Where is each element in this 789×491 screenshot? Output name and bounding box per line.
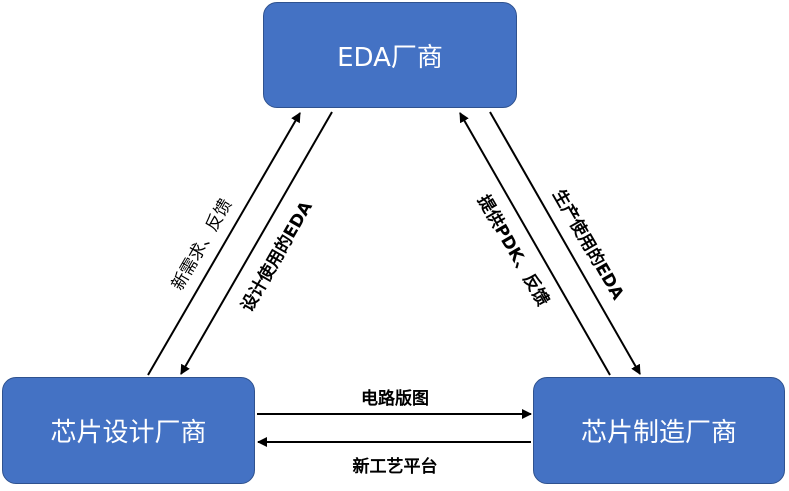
node-chip-fab-vendor: 芯片制造厂商 <box>533 377 785 484</box>
node-chip-design-vendor: 芯片设计厂商 <box>2 377 255 484</box>
arrow-eda-to-design <box>180 111 333 375</box>
node-label: EDA厂商 <box>337 42 443 73</box>
arrow-design-to-eda <box>147 112 301 376</box>
node-eda-vendor: EDA厂商 <box>263 2 517 108</box>
edge-label-new-process: 新工艺平台 <box>352 457 438 477</box>
arrow-fab-to-eda <box>459 112 611 376</box>
arrow-eda-to-fab <box>489 111 641 375</box>
node-label: 芯片设计厂商 <box>50 418 207 448</box>
node-label: 芯片制造厂商 <box>580 418 737 448</box>
edge-label-circuit-layout: 电路版图 <box>361 389 429 409</box>
